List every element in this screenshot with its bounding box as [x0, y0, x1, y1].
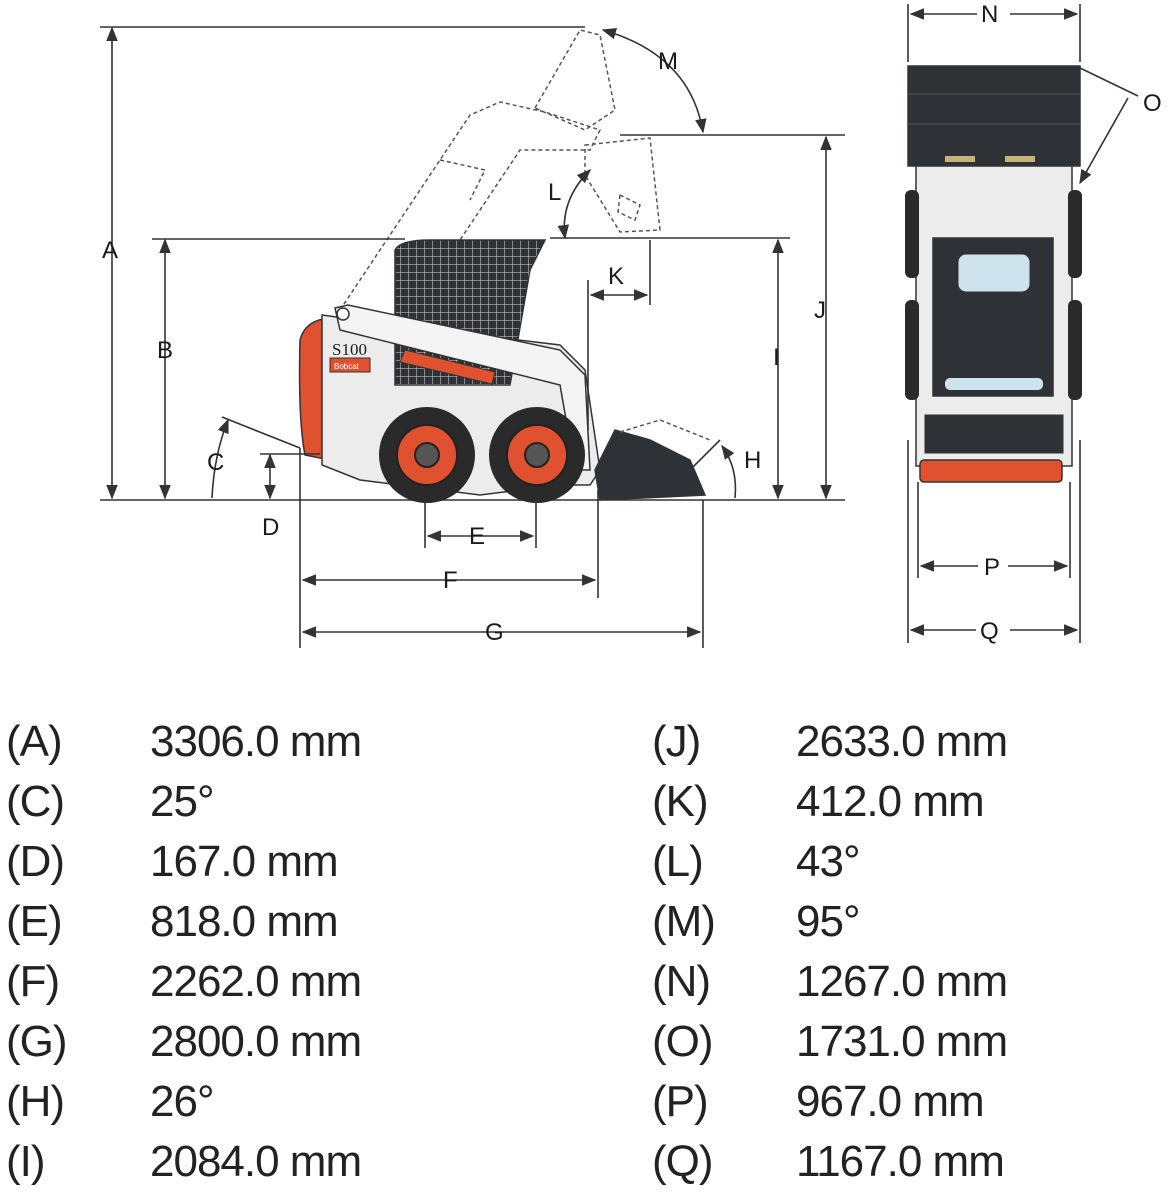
spec-row: (M) 95° — [652, 892, 1007, 952]
spec-row: (E) 818.0 mm — [6, 892, 361, 952]
spec-row: (G) 2800.0 mm — [6, 1012, 362, 1072]
spec-row: (Q) 1167.0 mm — [652, 1132, 1007, 1192]
spec-row: (O) 1731.0 mm — [652, 1012, 1008, 1072]
spec-value: 1167.0 mm — [796, 1137, 1005, 1186]
brand-badge: Bobcat — [334, 362, 360, 371]
label-g: G — [485, 619, 504, 646]
spec-code: (P) — [652, 1077, 709, 1126]
spec-row: (H) 26° — [6, 1072, 361, 1132]
spec-row: (D) 167.0 mm — [6, 832, 361, 892]
spec-row: (K) 412.0 mm — [652, 772, 1007, 832]
lift-arm — [334, 304, 591, 471]
label-o: O — [1143, 90, 1162, 117]
spec-code: (G) — [6, 1017, 68, 1066]
label-l: L — [548, 179, 561, 206]
spec-row: (C) 25° — [6, 772, 361, 832]
spec-code: (H) — [6, 1077, 65, 1126]
spec-code: (F) — [6, 957, 60, 1006]
spec-value: 2633.0 mm — [796, 717, 1008, 766]
specs-right-column: (J) 2633.0 mm (K) 412.0 mm (L) 43° (M) 95° (… — [652, 712, 1008, 1192]
spec-code: (A) — [6, 717, 63, 766]
spec-row: (F) 2262.0 mm — [6, 952, 362, 1012]
skid-steer-front-view — [905, 65, 1082, 483]
model-badge: S100 — [332, 340, 367, 359]
label-d: D — [262, 514, 279, 541]
label-c: C — [207, 449, 224, 476]
spec-code: (L) — [652, 837, 704, 886]
spec-value: 1267.0 mm — [796, 957, 1008, 1006]
spec-row: (A) 3306.0 mm — [6, 712, 362, 772]
skid-steer-side-view: S100 Bobcat — [298, 239, 711, 503]
spec-code: (C) — [6, 777, 65, 826]
spec-value: 818.0 mm — [150, 897, 339, 946]
spec-value: 43° — [796, 837, 861, 886]
spec-code: (Q) — [652, 1137, 714, 1186]
label-j: J — [814, 297, 826, 324]
spec-value: 967.0 mm — [796, 1077, 985, 1126]
label-i: I — [773, 344, 780, 371]
spec-code: (E) — [6, 897, 63, 946]
spec-value: 3306.0 mm — [150, 717, 362, 766]
seat-stripe — [399, 349, 496, 385]
front-bucket — [907, 65, 1081, 167]
specifications-table: (A) 3306.0 mm (C) 25° (D) 167.0 mm (E) 818.0… — [0, 712, 1169, 1200]
rear-tire — [379, 407, 475, 503]
label-b: B — [157, 337, 173, 364]
spec-value: 412.0 mm — [796, 777, 985, 826]
spec-code: (M) — [652, 897, 716, 946]
spec-value: 95° — [796, 897, 861, 946]
spec-value: 2800.0 mm — [150, 1017, 362, 1066]
front-window — [957, 253, 1031, 293]
spec-row: (I) 2084.0 mm — [6, 1132, 362, 1192]
skid-steer-dimension-diagram: S100 Bobcat A B C D E F G — [100, 1, 1162, 648]
brand-badge-plate — [329, 357, 371, 373]
label-n: N — [981, 1, 998, 28]
label-k: K — [608, 263, 624, 290]
bucket — [594, 429, 707, 501]
spec-value: 1731.0 mm — [796, 1017, 1008, 1066]
label-p: P — [984, 554, 1000, 581]
spec-code: (N) — [652, 957, 711, 1006]
spec-code: (O) — [652, 1017, 714, 1066]
spec-value: 2262.0 mm — [150, 957, 362, 1006]
label-f: F — [443, 567, 458, 594]
spec-code: (D) — [6, 837, 65, 886]
label-h: H — [744, 447, 761, 474]
spec-row: (P) 967.0 mm — [652, 1072, 1007, 1132]
label-m: M — [658, 48, 678, 75]
specs-left-column: (A) 3306.0 mm (C) 25° (D) 167.0 mm (E) 818.0… — [6, 712, 362, 1192]
label-q: Q — [980, 618, 999, 645]
label-e: E — [469, 523, 485, 550]
spec-code: (K) — [652, 777, 709, 826]
spec-row: (L) 43° — [652, 832, 1007, 892]
spec-row: (N) 1267.0 mm — [652, 952, 1008, 1012]
spec-value: 25° — [150, 777, 215, 826]
label-a: A — [102, 237, 118, 264]
spec-value: 167.0 mm — [150, 837, 339, 886]
front-seat — [945, 378, 1043, 390]
spec-code: (I) — [6, 1137, 46, 1186]
spec-value: 2084.0 mm — [150, 1137, 362, 1186]
front-tire — [489, 407, 585, 503]
spec-row: (J) 2633.0 mm — [652, 712, 1008, 772]
front-bumper — [919, 459, 1063, 483]
spec-code: (J) — [652, 717, 701, 766]
spec-value: 26° — [150, 1077, 215, 1126]
